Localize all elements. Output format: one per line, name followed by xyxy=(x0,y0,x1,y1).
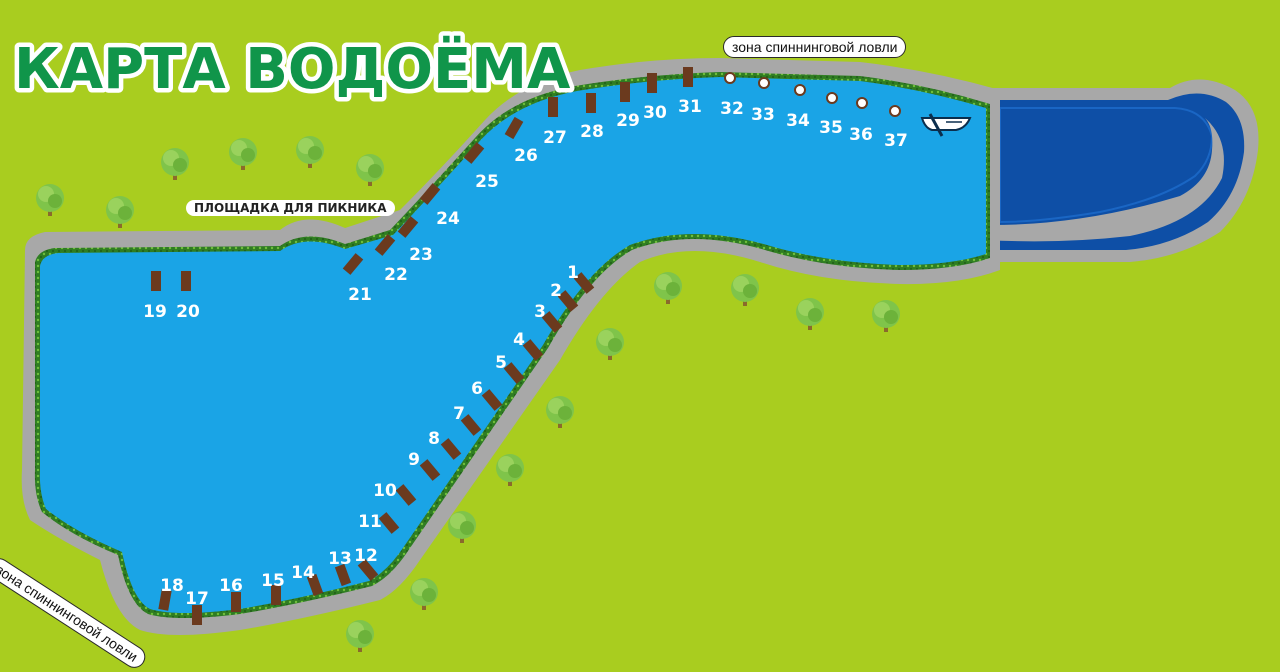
tree-icon xyxy=(106,196,134,228)
tree-icon xyxy=(356,154,384,186)
peg-number: 26 xyxy=(514,146,538,166)
peg-number: 9 xyxy=(408,450,420,470)
tree-icon xyxy=(496,454,524,486)
spinning-spot-marker xyxy=(856,97,868,109)
peg-number: 7 xyxy=(453,404,465,424)
fishing-peg-marker xyxy=(395,484,417,506)
peg-number: 6 xyxy=(471,379,483,399)
spinning-zone-top-label: зона спиннинговой ловли xyxy=(723,36,907,58)
peg-number: 25 xyxy=(475,172,499,192)
trees xyxy=(36,136,900,652)
fishing-peg-marker xyxy=(271,585,281,605)
pond xyxy=(950,79,1259,262)
peg-number: 12 xyxy=(354,546,378,566)
peg-number: 36 xyxy=(849,125,873,145)
peg-number: 13 xyxy=(328,549,352,569)
peg-number: 33 xyxy=(751,105,775,125)
fishing-peg-marker xyxy=(463,142,485,164)
tree-icon xyxy=(596,328,624,360)
fishing-peg-marker xyxy=(231,592,241,612)
spinning-spot-marker xyxy=(724,72,736,84)
peg-number: 34 xyxy=(786,111,810,131)
tree-icon xyxy=(346,620,374,652)
fishing-peg-marker xyxy=(541,311,563,333)
peg-number: 18 xyxy=(160,576,184,596)
fishing-peg-marker xyxy=(192,605,202,625)
fishing-peg-marker xyxy=(548,97,558,117)
fishing-peg-marker xyxy=(181,271,191,291)
tree-icon xyxy=(161,148,189,180)
peg-number: 1 xyxy=(567,263,579,283)
peg-number: 21 xyxy=(348,285,372,305)
fishing-peg-marker xyxy=(151,271,161,291)
fishing-peg-marker xyxy=(573,272,595,294)
spinning-spot-marker xyxy=(758,77,770,89)
fishing-peg-marker xyxy=(522,339,544,361)
fishing-peg-marker xyxy=(460,414,482,436)
peg-number: 20 xyxy=(176,302,200,322)
peg-number: 30 xyxy=(643,103,667,123)
fishing-peg-marker xyxy=(647,73,657,93)
fishing-peg-marker xyxy=(342,253,364,275)
fishing-peg-marker xyxy=(374,234,396,256)
fishing-peg-marker xyxy=(440,438,462,460)
peg-number: 2 xyxy=(550,281,562,301)
fishing-peg-marker xyxy=(683,67,693,87)
picnic-area-label: ПЛОЩАДКА ДЛЯ ПИКНИКА xyxy=(186,200,395,216)
boat-icon xyxy=(920,113,972,137)
tree-icon xyxy=(872,300,900,332)
fishing-peg-marker xyxy=(357,559,379,581)
peg-number: 5 xyxy=(495,353,507,373)
peg-number: 37 xyxy=(884,131,908,151)
peg-number: 15 xyxy=(261,571,285,591)
fishing-peg-marker xyxy=(334,563,352,587)
peg-number: 32 xyxy=(720,99,744,119)
tree-icon xyxy=(448,511,476,543)
fishing-peg-marker xyxy=(557,290,579,312)
tree-icon xyxy=(410,578,438,610)
fishing-peg-marker xyxy=(586,93,596,113)
peg-number: 8 xyxy=(428,429,440,449)
fishing-peg-marker xyxy=(419,459,441,481)
fishing-peg-marker xyxy=(419,183,441,205)
peg-number: 19 xyxy=(143,302,167,322)
fishing-peg-marker xyxy=(397,216,419,238)
peg-number: 11 xyxy=(358,512,382,532)
fishing-peg-marker xyxy=(503,362,525,384)
peg-number: 10 xyxy=(373,481,397,501)
spinning-spot-marker xyxy=(889,105,901,117)
peg-number: 27 xyxy=(543,128,567,148)
peg-number: 17 xyxy=(185,589,209,609)
peg-number: 35 xyxy=(819,118,843,138)
peg-number: 14 xyxy=(291,563,315,583)
tree-icon xyxy=(36,184,64,216)
peg-number: 23 xyxy=(409,245,433,265)
peg-number: 3 xyxy=(534,302,546,322)
peg-number: 31 xyxy=(678,97,702,117)
tree-icon xyxy=(546,396,574,428)
peg-number: 16 xyxy=(219,576,243,596)
tree-icon xyxy=(229,138,257,170)
fishing-peg-marker xyxy=(481,389,503,411)
peg-number: 4 xyxy=(513,330,525,350)
spinning-spot-marker xyxy=(794,84,806,96)
spinning-spot-marker xyxy=(826,92,838,104)
peg-number: 22 xyxy=(384,265,408,285)
fishing-peg-marker xyxy=(620,82,630,102)
fishing-peg-marker xyxy=(378,512,400,534)
lake-water xyxy=(39,77,986,613)
fishing-peg-marker xyxy=(158,589,172,611)
fishing-peg-marker xyxy=(306,573,324,597)
tree-icon xyxy=(654,272,682,304)
tree-icon xyxy=(796,298,824,330)
map-title: КАРТА ВОДОЁМА xyxy=(14,37,571,102)
tree-icon xyxy=(296,136,324,168)
reservoir-map: КАРТА ВОДОЁМА xyxy=(9,32,1259,652)
peg-number: 29 xyxy=(616,111,640,131)
fishing-peg-marker xyxy=(504,116,524,140)
tree-icon xyxy=(731,274,759,306)
peg-number: 24 xyxy=(436,209,460,229)
peg-number: 28 xyxy=(580,122,604,142)
